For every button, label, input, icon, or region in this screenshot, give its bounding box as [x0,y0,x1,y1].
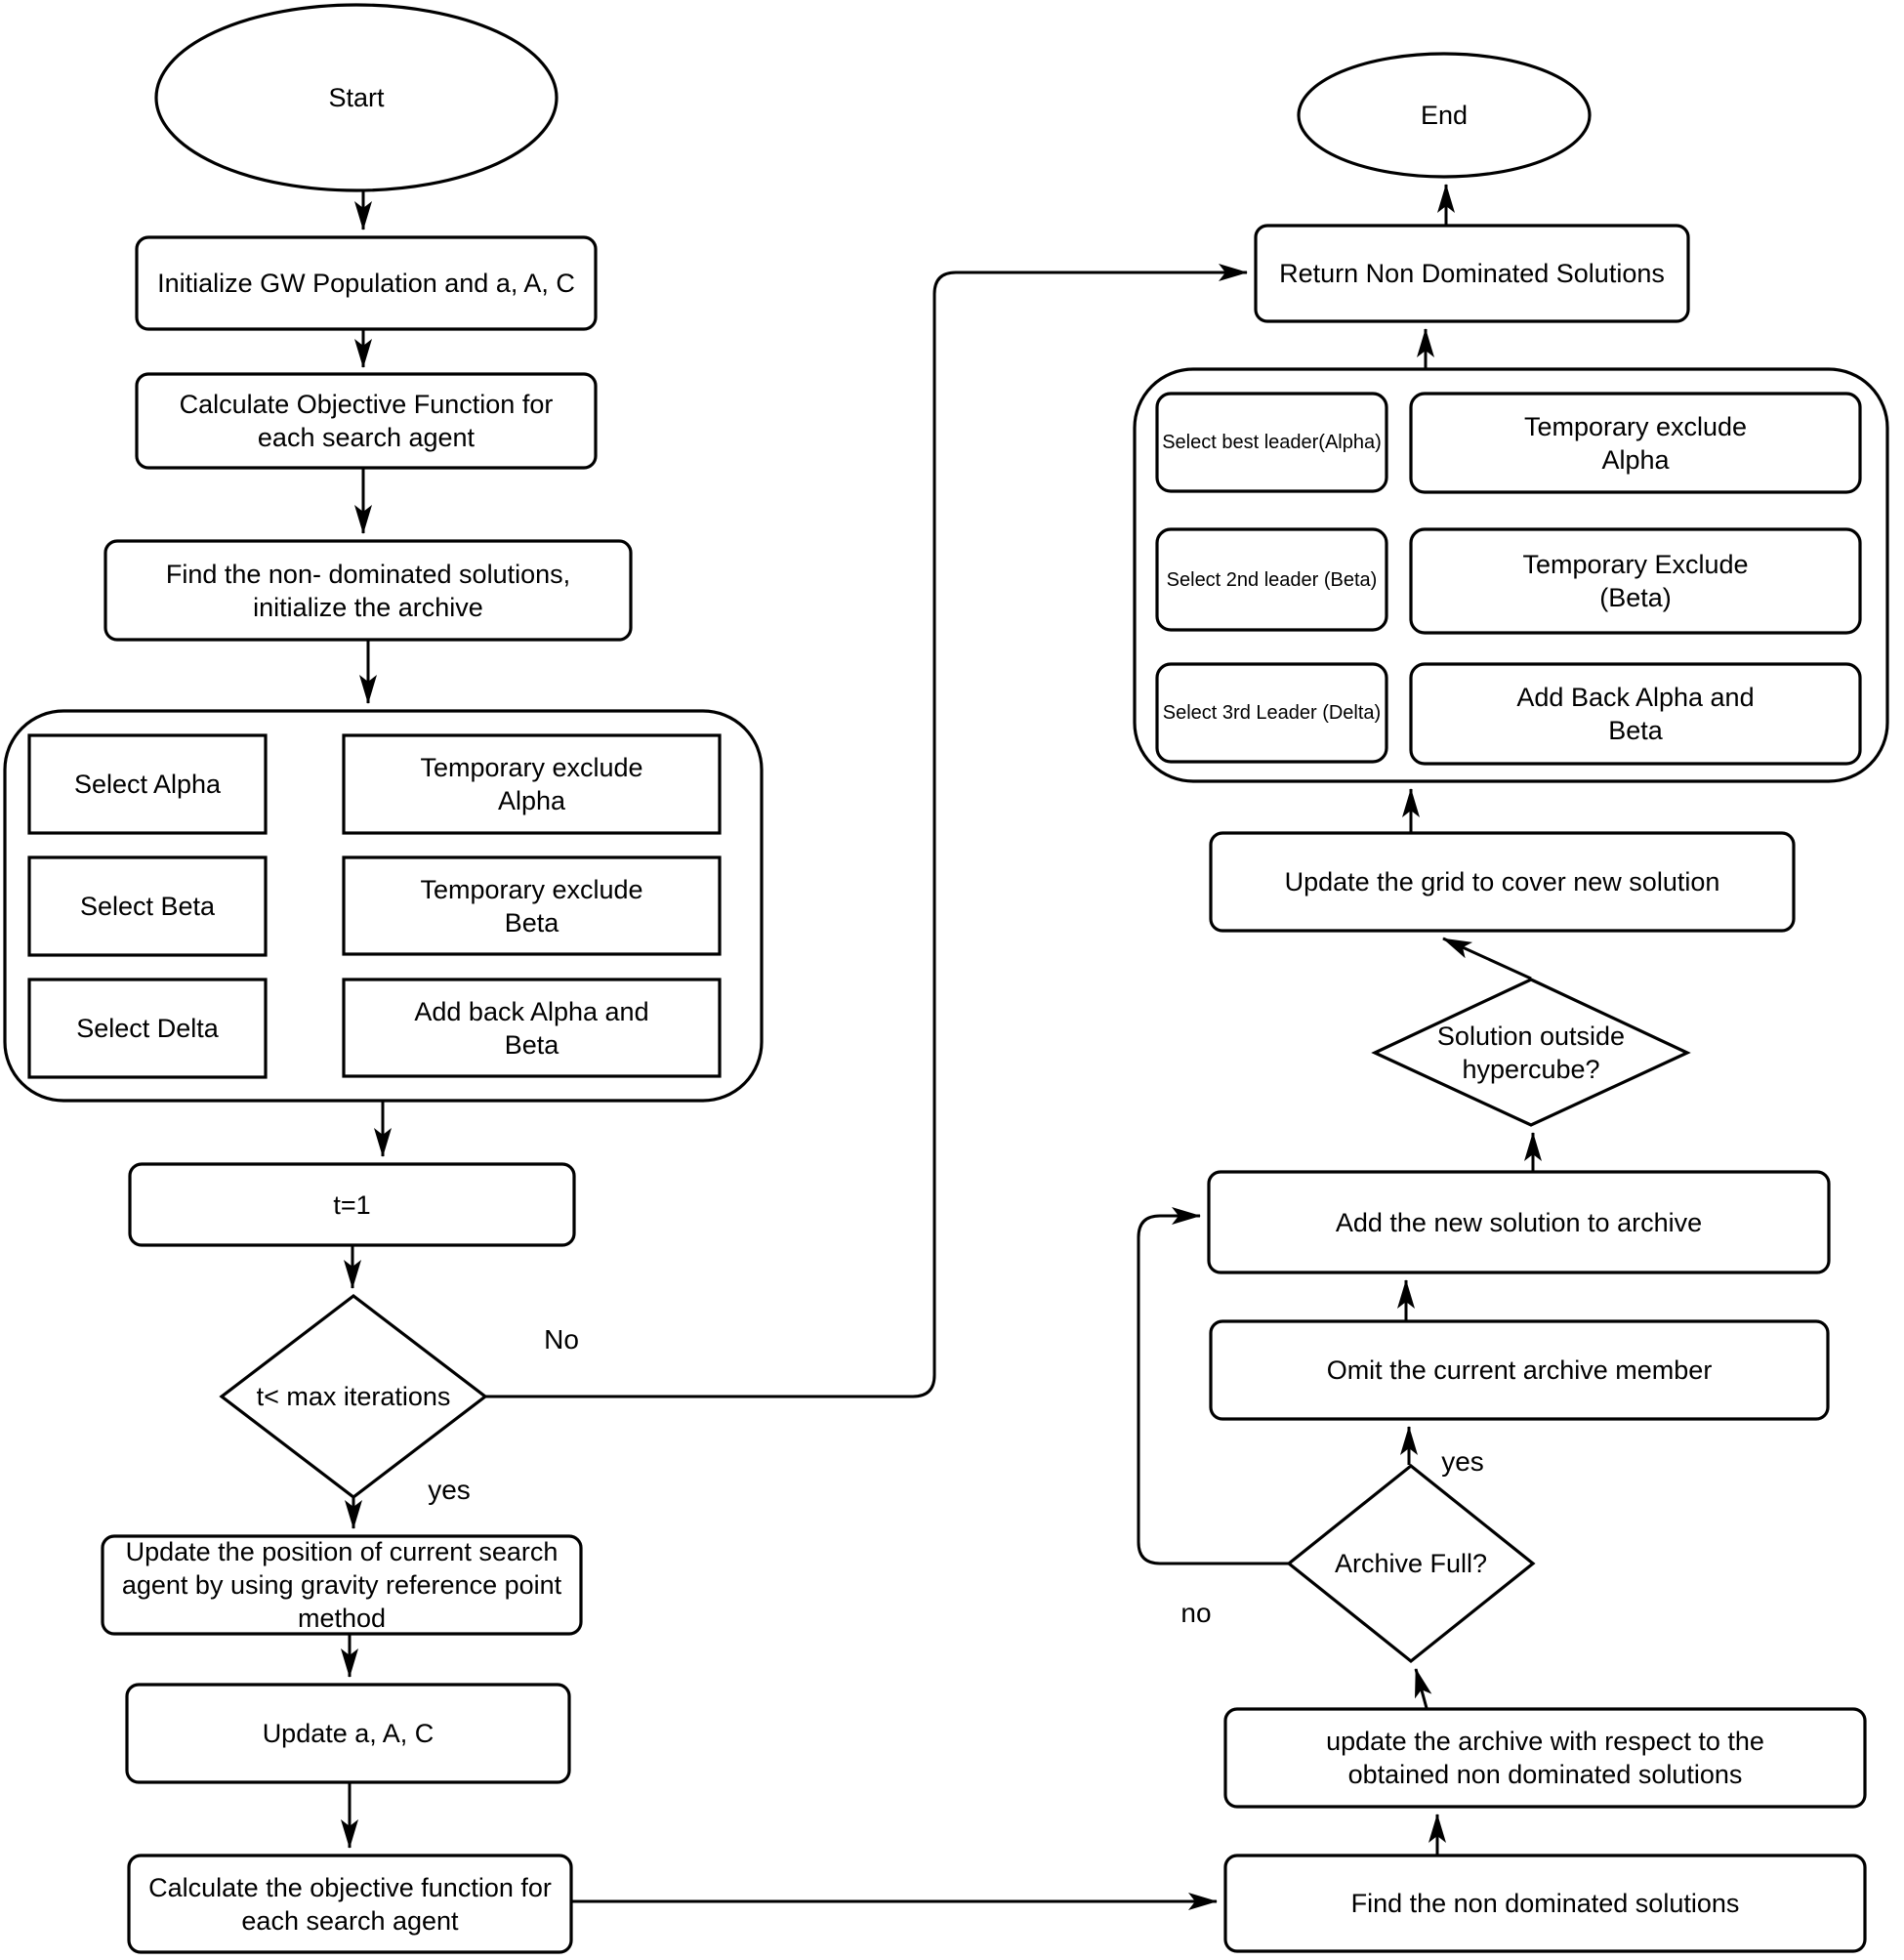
temp-exclude-beta-right-box [1409,527,1862,635]
find-nondominated-box [1223,1854,1867,1953]
arrow-no-to-return [485,264,1248,1398]
update-archive-box [1223,1707,1867,1809]
add-new-solution-box [1207,1170,1831,1274]
temp-exclude-alpha-right-box [1409,392,1862,494]
temporary-exclude-beta-box [342,855,722,956]
archive-yes-label: yes [1441,1446,1484,1477]
select-2nd-leader-box [1155,527,1388,632]
update-grid-box [1209,831,1796,933]
add-back-alpha-beta-box [342,978,722,1078]
omit-archive-member-box [1209,1319,1830,1421]
return-nondominated-box [1254,224,1690,323]
init-population-box [135,235,598,331]
select-alpha-box [27,733,268,835]
arrow-archivefull-no-to-addnew [1137,1207,1289,1565]
select-best-leader-box [1155,392,1388,493]
max-iterations-decision [219,1293,488,1500]
start-terminator [154,3,559,192]
update-position-box [101,1534,583,1636]
arrow-updatearchive-to-archivefull [1414,1668,1432,1709]
add-back-alpha-beta-right-box [1409,662,1862,766]
iterations-yes-label: yes [428,1475,471,1505]
select-delta-box [27,978,268,1079]
t-equals-1-box [128,1162,576,1247]
find-nondominated-init-box [103,539,633,642]
select-beta-box [27,855,268,957]
temporary-exclude-alpha-box [342,733,722,835]
archive-full-decision [1286,1463,1536,1664]
solution-outside-hypercube-decision [1371,978,1691,1127]
update-aac-box [125,1683,571,1784]
calculate-objective-bottom-box [127,1854,573,1954]
select-3rd-leader-box [1155,662,1388,764]
calculate-objective-top-box [135,372,598,470]
archive-no-label: no [1180,1598,1212,1628]
iterations-no-label: No [544,1324,579,1355]
end-terminator [1297,52,1592,179]
arrow-hypercube-to-updategrid [1442,937,1532,980]
